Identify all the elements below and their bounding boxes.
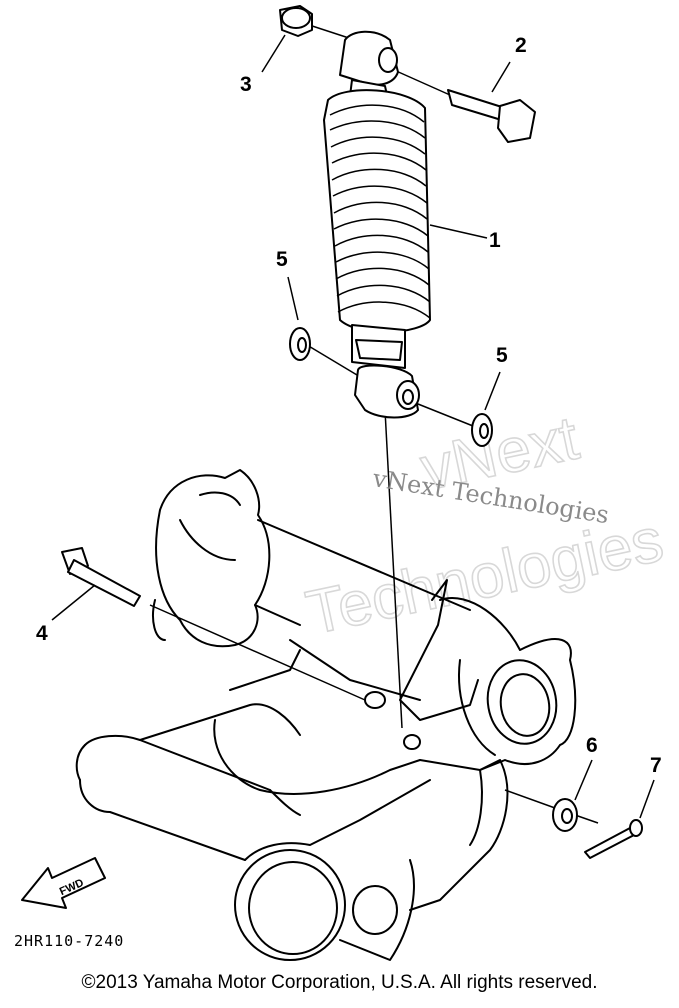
part-4-bolt xyxy=(61,547,141,607)
part-3-nut xyxy=(279,5,313,37)
callout-4: 4 xyxy=(36,622,48,645)
callout-2: 2 xyxy=(515,34,527,57)
part-5-washer-left xyxy=(289,327,311,361)
callout-7: 7 xyxy=(650,754,662,777)
fwd-arrow-icon: FWD xyxy=(21,857,106,909)
callout-labels: 3 2 1 5 5 4 6 7 xyxy=(36,34,662,777)
callout-5-right: 5 xyxy=(496,344,508,367)
callout-3: 3 xyxy=(240,73,252,96)
drawing-code: 2HR110-7240 xyxy=(14,932,124,950)
callout-1: 1 xyxy=(489,229,501,252)
callout-5-left: 5 xyxy=(276,248,288,271)
copyright-notice: ©2013 Yamaha Motor Corporation, U.S.A. A… xyxy=(81,972,598,993)
swingarm-illustration xyxy=(75,469,577,961)
part-7-cotter-pin xyxy=(584,819,643,859)
part-6-washer xyxy=(552,798,578,832)
callout-leaders xyxy=(51,34,655,819)
svg-text:Technologies: Technologies xyxy=(301,505,669,648)
part-1-shock-absorber xyxy=(323,30,431,419)
callout-6: 6 xyxy=(586,734,598,757)
part-5-washer-right xyxy=(471,413,493,447)
part-2-bolt xyxy=(447,89,536,143)
